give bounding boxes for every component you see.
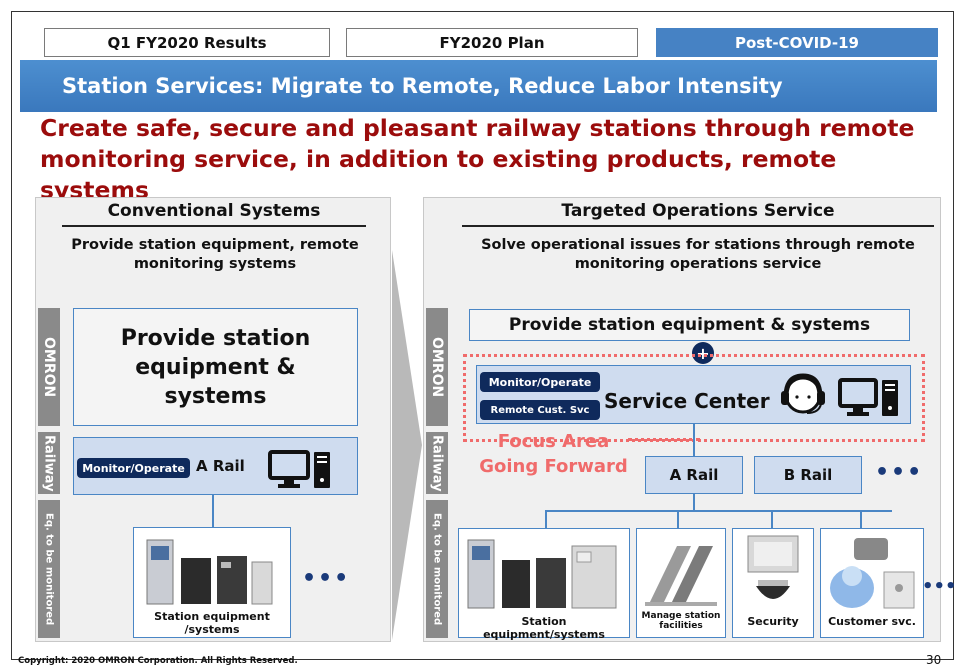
- computer-icon-right: [838, 378, 904, 422]
- connector-line: [212, 495, 214, 527]
- railway-label-right: Railway: [426, 432, 448, 494]
- remote-cust-svc-badge: Remote Cust. Svc: [480, 400, 600, 420]
- ticket-machine-icon: [146, 539, 273, 605]
- title-rule: [62, 225, 366, 227]
- conventional-subtitle: Provide station equipment, remote monito…: [71, 237, 359, 272]
- more-items-indicator: •••: [922, 576, 957, 597]
- a-rail-label: A Rail: [196, 457, 245, 475]
- item-label: Station equipment/systems: [483, 615, 605, 641]
- banner-title: Station Services: Migrate to Remote, Red…: [62, 74, 783, 98]
- station-equipment-card-right: Station equipment/systems: [458, 528, 630, 641]
- branch-1: [545, 510, 547, 528]
- branch-4: [860, 510, 862, 528]
- focus-connector: [628, 438, 700, 441]
- copyright-footer: Copyright: 2020 OMRON Corporation. All R…: [18, 656, 298, 666]
- manage-facilities-card: Manage station facilities: [636, 528, 726, 638]
- branch-2: [677, 510, 679, 528]
- item-label: Manage station facilities: [641, 611, 721, 631]
- customer-svc-card: Customer svc.: [820, 528, 924, 638]
- headset-operator-icon: [775, 371, 831, 427]
- security-camera-icon: [747, 535, 799, 599]
- security-card: Security: [732, 528, 814, 638]
- station-equipment-card-left: Station equipment /systems: [133, 527, 291, 638]
- headline: Create safe, secure and pleasant railway…: [40, 114, 915, 204]
- more-rails-indicator: •••: [875, 460, 924, 485]
- monitor-operate-badge: Monitor/Operate: [77, 458, 190, 478]
- ticket-machine-icon-right: [467, 539, 616, 609]
- branch-3: [771, 510, 773, 528]
- tab-post-covid[interactable]: Post-COVID-19: [656, 28, 938, 57]
- focus-area-label: Focus Area Going Forward: [479, 431, 628, 477]
- monitor-operate-badge-right: Monitor/Operate: [480, 372, 600, 392]
- conventional-title: Conventional Systems: [107, 201, 321, 221]
- plus-icon: +: [692, 342, 714, 364]
- page-number: 30: [926, 653, 942, 667]
- transition-arrow: [392, 250, 424, 644]
- branch-line: [545, 510, 892, 512]
- railway-label: Railway: [38, 432, 60, 494]
- more-indicator: •••: [302, 566, 351, 591]
- omron-label-right: OMRON: [426, 308, 448, 426]
- omron-label: OMRON: [38, 308, 60, 426]
- connector-line-right: [693, 424, 695, 456]
- targeted-title: Targeted Operations Service: [561, 201, 835, 221]
- service-robot-icon: [830, 538, 915, 609]
- targeted-subtitle: Solve operational issues for stations th…: [481, 237, 915, 272]
- provide-equipment-bar: Provide station equipment & systems: [469, 309, 910, 341]
- provide-equipment-box: Provide station equipment & systems: [73, 308, 358, 426]
- b-rail-box: B Rail: [754, 456, 862, 494]
- tab-fy2020-plan[interactable]: FY2020 Plan: [346, 28, 638, 57]
- section-banner: Station Services: Migrate to Remote, Red…: [20, 60, 937, 112]
- eq-monitored-label: Eq. to be monitored: [38, 500, 60, 638]
- slide-frame: [11, 11, 954, 660]
- computer-icon: [268, 450, 338, 494]
- item-label: Customer svc.: [828, 615, 916, 628]
- title-rule-right: [462, 225, 934, 227]
- eq-monitored-label-right: Eq. to be monitored: [426, 500, 448, 638]
- item-label: Security: [747, 615, 799, 628]
- tab-q1-results[interactable]: Q1 FY2020 Results: [44, 28, 330, 57]
- escalator-icon: [645, 546, 717, 606]
- a-rail-box-right: A Rail: [645, 456, 743, 494]
- equipment-caption: Station equipment /systems: [154, 610, 270, 636]
- service-center-label: Service Center: [604, 389, 770, 413]
- trunk-line: [693, 494, 695, 510]
